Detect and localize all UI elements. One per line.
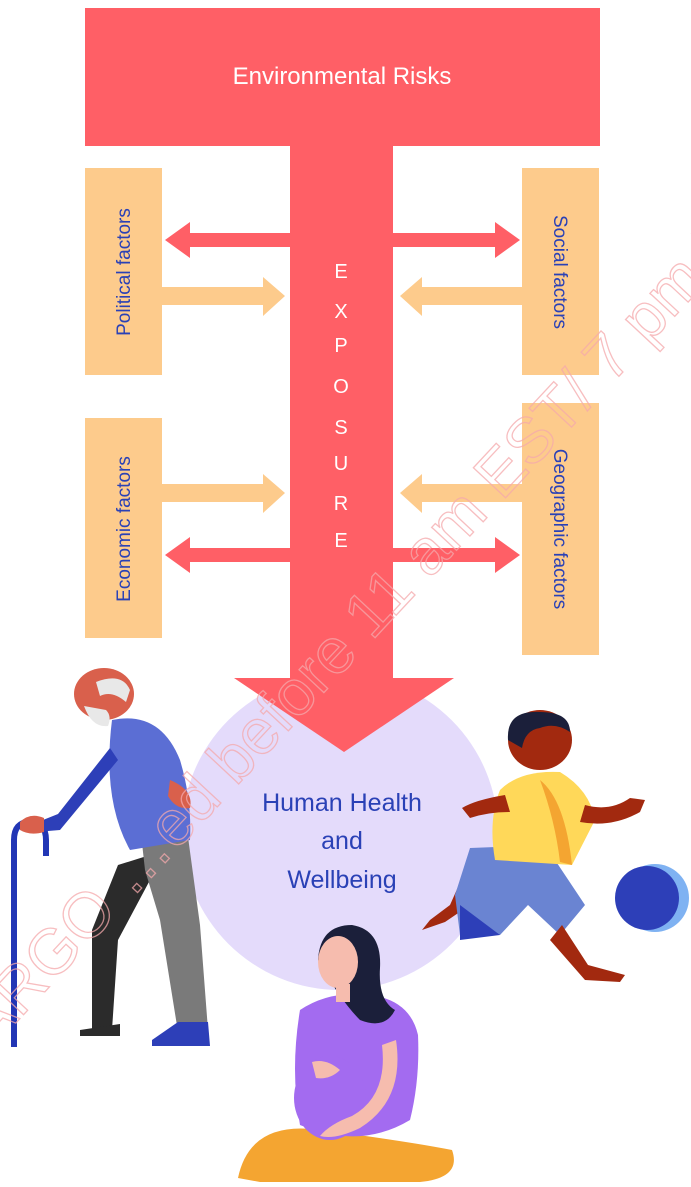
health-circle — [182, 674, 498, 990]
exposure-letter: R — [334, 493, 348, 515]
exposure-letter: U — [334, 453, 348, 475]
geographic-to-exposure-arrow — [400, 474, 522, 513]
exposure-letter: P — [334, 335, 347, 357]
exposure-letter: E — [334, 261, 347, 283]
risk-to-social-arrow — [393, 222, 520, 258]
health-label-line2: and — [321, 827, 363, 855]
political-factors-box — [85, 168, 162, 375]
exposure-arrowhead — [234, 678, 454, 752]
elderly-man-illustration — [11, 668, 210, 1047]
exposure-stem — [290, 145, 393, 680]
exposure-letter: E — [334, 530, 347, 552]
health-label: Human Health and Wellbeing — [262, 789, 422, 894]
economic-factors-label: Economic factors — [114, 456, 135, 602]
risk-to-political-arrow — [165, 222, 290, 258]
health-label-line1: Human Health — [262, 789, 422, 817]
economic-factors-box — [85, 418, 162, 638]
running-child-illustration — [422, 710, 689, 982]
social-factors-label: Social factors — [549, 215, 570, 329]
political-factors-label: Political factors — [114, 208, 135, 336]
exposure-letter: X — [334, 301, 347, 323]
social-to-exposure-arrow — [400, 277, 522, 316]
exposure-letter: S — [334, 417, 347, 439]
risk-to-economic-arrow — [165, 537, 290, 573]
health-label-line3: Wellbeing — [287, 866, 396, 894]
geographic-factors-box — [522, 403, 599, 655]
exposure-letters: E X P O S U R E — [333, 261, 349, 552]
political-to-exposure-arrow — [162, 277, 285, 316]
pregnant-woman-illustration — [238, 925, 454, 1182]
risk-to-geographic-arrow — [393, 537, 520, 573]
banner-title: Environmental Risks — [233, 63, 452, 90]
environmental-risks-banner — [85, 8, 600, 146]
geographic-factors-label: Geographic factors — [549, 449, 570, 610]
social-factors-box — [522, 168, 599, 375]
exposure-letter: O — [333, 376, 349, 398]
economic-to-exposure-arrow — [162, 474, 285, 513]
